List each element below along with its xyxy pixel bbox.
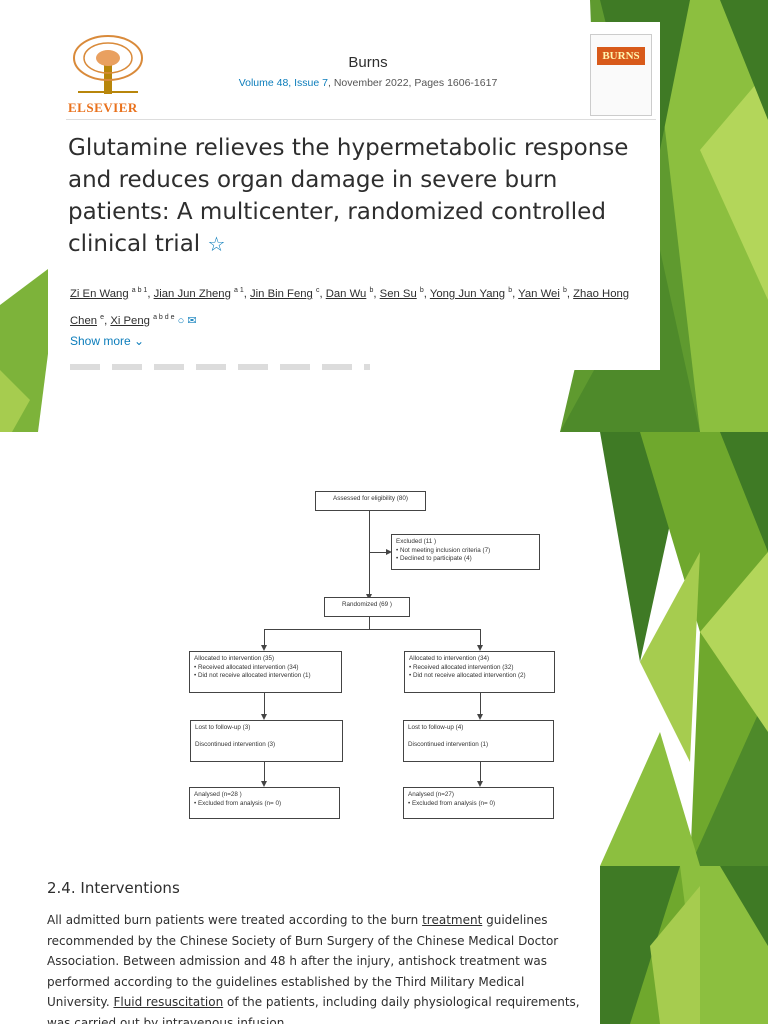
- publisher-name: ELSEVIER: [68, 100, 138, 115]
- connector: [264, 693, 265, 715]
- fluid-resuscitation-link[interactable]: Fluid resuscitation: [113, 995, 224, 1009]
- left-followup: Lost to follow-up (3): [195, 724, 251, 731]
- left-allocation-title: Allocated to intervention (35): [194, 655, 275, 662]
- right-analysed-item: • Excluded from analysis (n= 0): [408, 799, 496, 807]
- arrow: [261, 781, 267, 787]
- author-affiliation: e: [100, 313, 105, 321]
- right-allocation-item: • Did not receive allocated intervention…: [409, 672, 526, 679]
- connector: [480, 693, 481, 715]
- author-link[interactable]: Jian Jun Zheng: [153, 287, 231, 300]
- connector: [480, 762, 481, 782]
- cut-off-links: [70, 364, 370, 370]
- issue-date-pages: , November 2022, Pages 1606-1617: [328, 77, 498, 89]
- journal-reference: Volume 48, Issue 7, November 2022, Pages…: [198, 77, 538, 89]
- right-allocation-title: Allocated to intervention (34): [409, 655, 490, 662]
- author-link[interactable]: Xi Peng: [110, 314, 150, 327]
- author-link[interactable]: Yan Wei: [518, 287, 560, 300]
- right-followup-box: Lost to follow-up (4) Discontinued inter…: [403, 720, 554, 762]
- excluded-item: • Not meeting inclusion criteria (7): [396, 546, 491, 554]
- author-link[interactable]: Zhao Hong Chen: [70, 287, 630, 327]
- author-affiliation: b: [369, 287, 374, 294]
- right-followup: Lost to follow-up (4): [408, 724, 464, 731]
- journal-cover-thumbnail[interactable]: BURNS: [590, 34, 652, 116]
- author-link[interactable]: Dan Wu: [325, 287, 367, 300]
- article-title-text: Glutamine relieves the hypermetabolic re…: [68, 135, 629, 257]
- slide-interventions: 2.4. Interventions All admitted burn pat…: [0, 866, 768, 1024]
- left-analysed-item: • Excluded from analysis (n= 0): [194, 799, 282, 807]
- section-body: All admitted burn patients were treated …: [47, 910, 582, 1024]
- left-allocation-box: Allocated to intervention (35) • Receive…: [189, 651, 342, 693]
- interventions-card: 2.4. Interventions All admitted burn pat…: [0, 866, 600, 1024]
- author-affiliation: c: [315, 287, 320, 294]
- left-allocation-item: • Did not receive allocated intervention…: [194, 672, 311, 679]
- mail-icon[interactable]: ✉: [187, 314, 197, 327]
- journal-name[interactable]: Burns: [348, 54, 388, 71]
- green-decoration: [600, 866, 768, 1024]
- author-affiliation: a 1: [234, 287, 244, 294]
- author-affiliation: a b d e: [153, 313, 175, 321]
- author-affiliation: a b 1: [131, 287, 148, 294]
- person-icon[interactable]: ○: [177, 314, 185, 327]
- excluded-box: Excluded (11 ) • Not meeting inclusion c…: [391, 534, 540, 570]
- article-header-card: ELSEVIER Burns Volume 48, Issue 7, Novem…: [48, 22, 660, 370]
- author-link[interactable]: Zi En Wang: [70, 287, 129, 300]
- connector: [369, 552, 387, 553]
- show-more-label: Show more: [70, 334, 131, 348]
- body-text: guidelines recommended by the Chinese So…: [47, 913, 559, 1009]
- randomized-box: Randomized (69 ): [324, 597, 410, 617]
- left-analysed: Analysed (n=28 ): [194, 791, 242, 798]
- article-title: Glutamine relieves the hypermetabolic re…: [68, 132, 648, 260]
- body-text: All admitted burn patients were treated …: [47, 913, 423, 927]
- right-allocation-box: Allocated to intervention (34) • Receive…: [404, 651, 555, 693]
- arrow: [477, 645, 483, 651]
- author-link[interactable]: Yong Jun Yang: [429, 287, 506, 300]
- author-affiliation: b: [562, 287, 567, 294]
- green-decoration: [600, 432, 768, 866]
- connector: [264, 629, 481, 630]
- left-analysed-box: Analysed (n=28 ) • Excluded from analysi…: [189, 787, 340, 819]
- assessed-box: Assessed for eligibility (80): [315, 491, 426, 511]
- star-icon[interactable]: ☆: [207, 232, 226, 256]
- cover-label: BURNS: [602, 50, 640, 62]
- author-affiliation: b: [419, 287, 424, 294]
- right-discontinued: Discontinued intervention (1): [408, 740, 489, 748]
- author-affiliation: b: [508, 287, 513, 294]
- arrow: [477, 781, 483, 787]
- connector: [264, 629, 265, 646]
- left-discontinued: Discontinued intervention (3): [195, 740, 276, 748]
- connector: [369, 617, 370, 629]
- body-text: of the patients, including daily physiol…: [47, 995, 580, 1024]
- cover-band: [597, 47, 645, 65]
- author-link[interactable]: Sen Su: [379, 287, 417, 300]
- flow-diagram-card: Assessed for eligibility (80) Excluded (…: [0, 432, 600, 864]
- arrow: [477, 714, 483, 720]
- excluded-item: • Declined to participate (4): [396, 555, 472, 562]
- volume-link[interactable]: Volume 48, Issue 7: [238, 77, 328, 89]
- right-allocation-item: • Received allocated intervention (32): [409, 663, 514, 671]
- author-list: Zi En Wang a b 1, Jian Jun Zheng a 1, Ji…: [70, 287, 630, 327]
- slide-article-header: ELSEVIER Burns Volume 48, Issue 7, Novem…: [0, 0, 768, 432]
- right-analysed: Analysed (n=27): [408, 791, 455, 798]
- header-divider: [66, 119, 656, 120]
- connector: [480, 629, 481, 646]
- left-followup-box: Lost to follow-up (3) Discontinued inter…: [190, 720, 343, 762]
- connector: [369, 511, 370, 595]
- tree-icon: [73, 35, 143, 94]
- author-link[interactable]: Jin Bin Feng: [250, 287, 313, 300]
- excluded-title: Excluded (11 ): [396, 538, 437, 545]
- chevron-down-icon: ⌄: [134, 334, 145, 348]
- left-allocation-item: • Received allocated intervention (34): [194, 663, 299, 671]
- treatment-link[interactable]: treatment: [422, 913, 483, 927]
- right-analysed-box: Analysed (n=27) • Excluded from analysis…: [403, 787, 554, 819]
- arrow: [386, 549, 392, 555]
- connector: [264, 762, 265, 782]
- arrow: [261, 645, 267, 651]
- arrow: [261, 714, 267, 720]
- slide-flow-diagram: Assessed for eligibility (80) Excluded (…: [0, 432, 768, 866]
- section-heading: 2.4. Interventions: [47, 879, 180, 897]
- elsevier-logo: ELSEVIER: [68, 34, 148, 115]
- show-more-button[interactable]: Show more ⌄: [70, 334, 144, 348]
